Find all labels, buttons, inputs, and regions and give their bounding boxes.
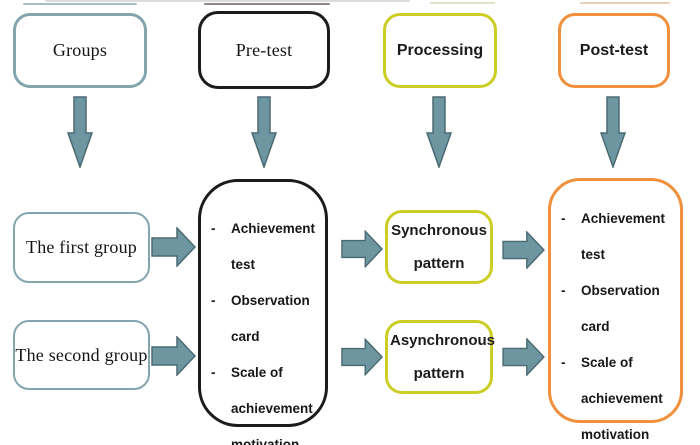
arrow-down-posttest bbox=[600, 96, 626, 168]
list-item-text: Achievement test bbox=[581, 211, 666, 262]
arrow-right-synchronous-to-posttest bbox=[501, 231, 546, 269]
arrow-down-pretest bbox=[251, 96, 277, 168]
bullet-dash: - bbox=[561, 283, 566, 298]
asynchronous-pattern-box: Asynchronous pattern bbox=[385, 320, 496, 394]
synchronous-pattern-box: Synchronous pattern bbox=[385, 210, 493, 284]
processing-header-box: Processing bbox=[383, 13, 497, 88]
list-item: -Achievement test bbox=[209, 211, 325, 283]
posttest-header-box: Post-test bbox=[558, 13, 670, 88]
list-item-text: Observation card bbox=[231, 293, 310, 344]
top-edge-artifact bbox=[204, 3, 330, 5]
list-item: -Observation card bbox=[559, 273, 680, 345]
bullet-dash: - bbox=[211, 293, 216, 308]
arrow-down-processing bbox=[426, 96, 452, 168]
posttest-detail-box: -Achievement test-Observation card-Scale… bbox=[548, 178, 683, 442]
bullet-dash: - bbox=[211, 365, 216, 380]
bullet-dash: - bbox=[561, 211, 566, 226]
arrow-right-pretest-to-synchronous bbox=[341, 230, 383, 268]
groups-header-box: Groups bbox=[13, 13, 147, 88]
bullet-dash: - bbox=[561, 355, 566, 370]
list-item-text: Scale of achievement motivation bbox=[581, 355, 663, 442]
first-group-label: The first group bbox=[26, 237, 137, 257]
second-group-box: The second group bbox=[13, 320, 150, 390]
arrow-right-second-group-to-pretest bbox=[151, 336, 196, 376]
arrow-right-pretest-to-asynchronous bbox=[341, 338, 383, 376]
bullet-dash: - bbox=[211, 221, 216, 236]
top-edge-artifact bbox=[23, 3, 137, 5]
groups-header-label: Groups bbox=[52, 40, 108, 60]
asynchronous-pattern-label: Asynchronous pattern bbox=[390, 332, 496, 382]
posttest-item-list: -Achievement test-Observation card-Scale… bbox=[551, 181, 680, 445]
list-item: -Observation card bbox=[209, 283, 325, 355]
top-edge-artifact bbox=[45, 0, 410, 2]
arrow-right-first-group-to-pretest bbox=[151, 227, 196, 267]
first-group-box: The first group bbox=[13, 212, 150, 283]
list-item: -Achievement test bbox=[559, 201, 680, 273]
top-edge-artifact bbox=[430, 2, 495, 4]
arrow-right-asynchronous-to-posttest bbox=[501, 338, 546, 376]
list-item-text: Achievement test bbox=[231, 221, 316, 272]
pretest-header-box: Pre-test bbox=[198, 11, 330, 89]
second-group-label: The second group bbox=[15, 344, 148, 365]
processing-header-label: Processing bbox=[396, 41, 484, 59]
posttest-header-label: Post-test bbox=[579, 41, 649, 59]
pretest-header-label: Pre-test bbox=[235, 39, 293, 60]
list-item-text: Scale of achievement motivation bbox=[231, 365, 313, 445]
list-item: -Scale of achievement motivation bbox=[209, 355, 325, 445]
top-edge-artifact bbox=[580, 2, 670, 4]
pretest-item-list: -Achievement test-Observation card-Scale… bbox=[201, 182, 325, 445]
synchronous-pattern-label: Synchronous pattern bbox=[391, 222, 487, 272]
pretest-detail-box: -Achievement test-Observation card-Scale… bbox=[198, 179, 328, 445]
list-item: -Scale of achievement motivation bbox=[559, 345, 680, 445]
arrow-down-groups bbox=[67, 96, 93, 168]
list-item-text: Observation card bbox=[581, 283, 660, 334]
